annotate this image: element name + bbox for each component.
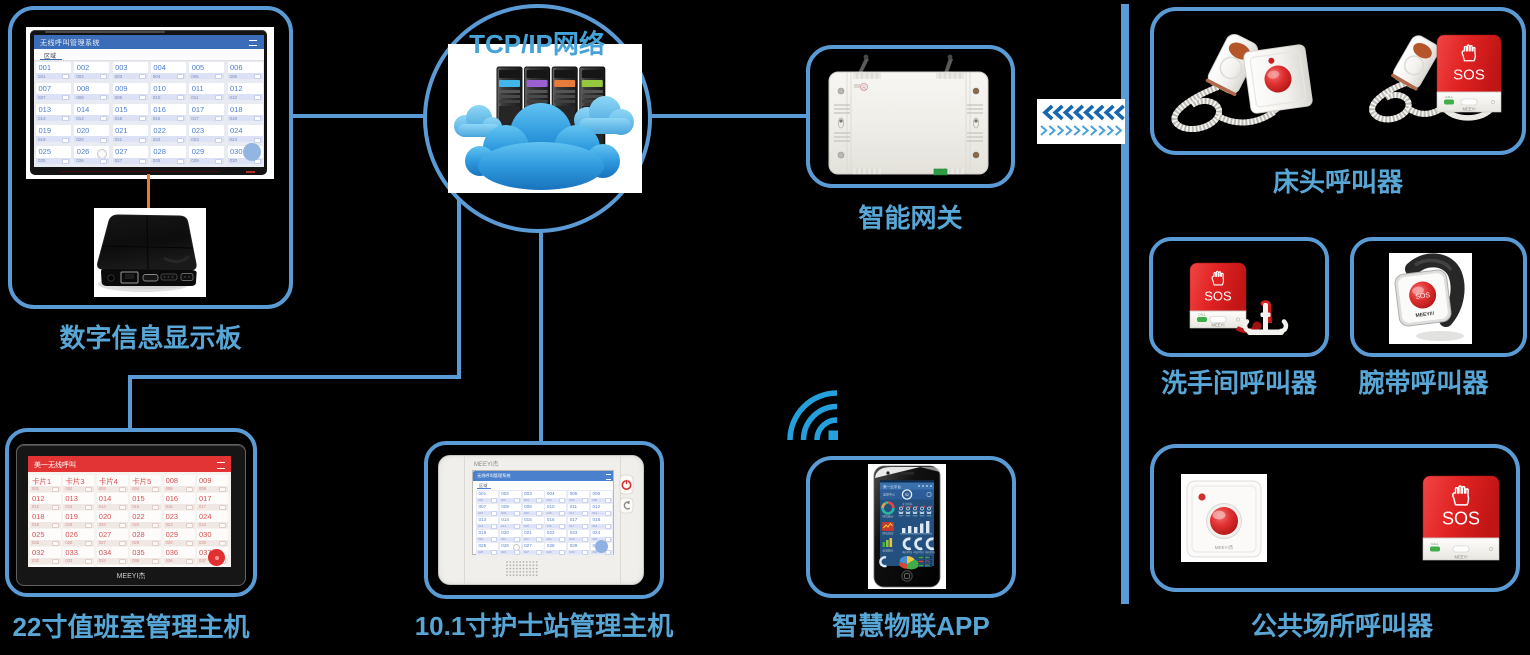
- svg-text:MEEYI杰: MEEYI杰: [1215, 544, 1234, 551]
- svg-text:SOS: SOS: [1453, 66, 1485, 83]
- svg-text:监控中心: 监控中心: [883, 492, 895, 497]
- svg-text:92: 92: [905, 493, 909, 497]
- svg-text:响应时间: 响应时间: [902, 550, 913, 554]
- svg-text:87%: 87%: [925, 560, 931, 563]
- svg-text:MEEYI: MEEYI: [1462, 107, 1475, 112]
- svg-text:MEEYI: MEEYI: [1454, 555, 1467, 560]
- svg-text:SOS: SOS: [1442, 508, 1480, 528]
- svg-text:呼叫排行: 呼叫排行: [882, 532, 893, 536]
- svg-text:95%: 95%: [925, 564, 931, 567]
- svg-text:CALL: CALL: [1445, 95, 1453, 99]
- svg-text:MEEYI: MEEYI: [1211, 323, 1224, 328]
- svg-text:CALL: CALL: [1198, 313, 1206, 317]
- svg-text:R: R: [862, 86, 866, 92]
- svg-text:SOS: SOS: [1204, 288, 1232, 303]
- svg-text:设备统计: 设备统计: [882, 549, 893, 553]
- svg-text:呼叫统计: 呼叫统计: [882, 515, 893, 519]
- svg-text:今日呼叫: 今日呼叫: [902, 502, 913, 506]
- svg-text:美一云平台: 美一云平台: [883, 484, 901, 489]
- svg-text:SOS: SOS: [1415, 292, 1431, 301]
- svg-text:MEEYI!!: MEEYI!!: [1415, 311, 1435, 319]
- svg-text:响应时间: 响应时间: [913, 550, 924, 554]
- svg-text:响应时间: 响应时间: [925, 550, 936, 554]
- svg-text:98%: 98%: [925, 556, 931, 559]
- svg-text:CALL: CALL: [1431, 542, 1439, 546]
